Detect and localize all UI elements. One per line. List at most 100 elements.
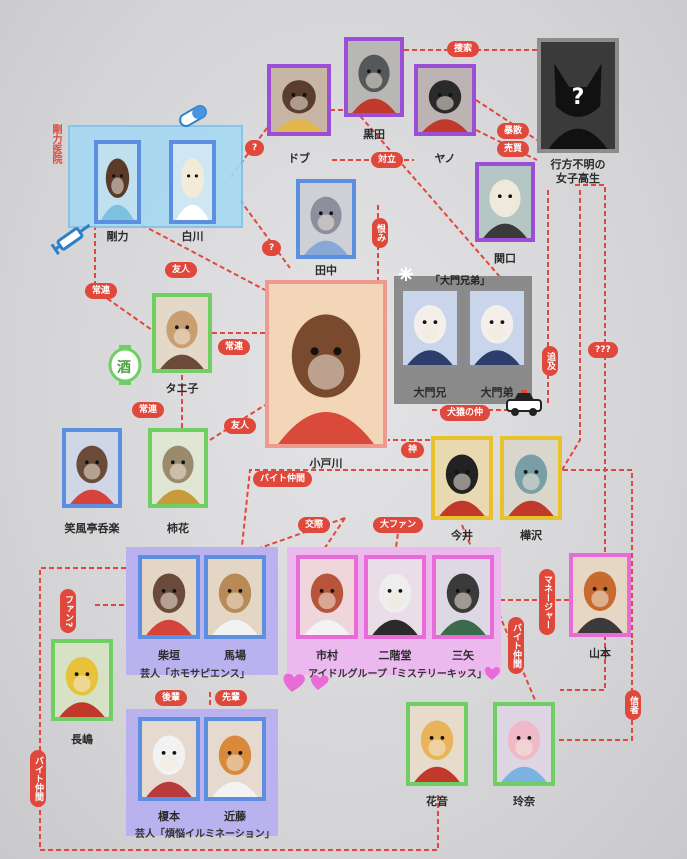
relation-line <box>141 224 266 291</box>
portrait-frame <box>152 293 212 373</box>
character-name: 榎本 <box>158 810 180 823</box>
character-name: 小戸川 <box>309 457 343 470</box>
relation-label-baito2: バイト仲間 <box>508 617 524 674</box>
character-name: 樺沢 <box>520 529 542 542</box>
character-portrait <box>98 144 137 220</box>
character-portrait <box>410 706 464 782</box>
portrait-frame <box>493 702 555 786</box>
portrait-frame <box>62 428 122 508</box>
character-name: 剛力 <box>106 230 129 243</box>
silhouette-portrait: ? <box>541 42 615 149</box>
relation-label-q2: ? <box>262 240 282 256</box>
relation-label-urami: 恨み <box>372 218 388 248</box>
heart-icon <box>484 666 500 680</box>
character-tanaka: 田中 <box>296 179 356 277</box>
portrait-frame <box>267 64 331 136</box>
character-name: 長嶋 <box>71 733 93 746</box>
character-portrait <box>504 440 558 516</box>
character-dobu: ドブ <box>267 64 331 165</box>
relation-label-fan: ファン? <box>60 589 76 634</box>
relation-line <box>239 199 291 269</box>
relation-label-sousaku: 捜索 <box>447 41 480 57</box>
character-goriki: 剛力 <box>94 140 141 243</box>
relation-label-senpai: 先輩 <box>215 690 248 706</box>
portrait-frame <box>169 140 216 224</box>
relation-line <box>394 517 401 556</box>
character-name: 柿花 <box>167 522 189 535</box>
idol-label: アイドルグループ「ミステリーキッス」 <box>308 669 487 680</box>
pill-icon <box>179 105 207 127</box>
portrait-frame <box>296 179 356 259</box>
lantern-icon <box>108 345 142 385</box>
portrait-frame <box>94 140 141 224</box>
clinic-label: 剛力医院 <box>50 124 61 164</box>
character-portrait <box>435 440 489 516</box>
portrait-frame: ? <box>537 38 619 153</box>
character-name: 白川 <box>181 230 204 243</box>
character-kanon: 花音 <box>406 702 468 808</box>
relation-line <box>556 640 633 741</box>
portrait-frame <box>138 717 200 801</box>
relation-label-daifan: 大ファン <box>373 517 424 533</box>
relation-label-baibai: 売買 <box>497 141 530 157</box>
character-name: 玲奈 <box>513 795 535 808</box>
character-kuroda: 黒田 <box>344 37 404 141</box>
character-portrait <box>573 557 627 633</box>
homo-label: 芸人「ホモサピエンス」 <box>140 669 250 680</box>
relation-label-kenen: 犬猿の仲 <box>440 405 491 421</box>
portrait-frame <box>475 162 535 242</box>
character-baba: 馬場 <box>204 555 266 662</box>
relation-line <box>560 184 606 691</box>
relation-line <box>555 469 633 640</box>
character-name: 近藤 <box>224 810 246 823</box>
relation-label-bouhaku: 暴散 <box>497 123 530 139</box>
relation-label-yujin2: 友人 <box>224 418 257 434</box>
character-portrait <box>208 559 262 635</box>
character-shofutei: 笑風亭呑楽 <box>62 428 122 535</box>
character-name: 大門弟 <box>480 386 514 399</box>
character-unknown: ?行方不明の 女子高生 <box>537 38 619 185</box>
relation-label-kohai: 後輩 <box>155 690 188 706</box>
relation-label-yujin1: 友人 <box>165 262 198 278</box>
character-portrait <box>269 284 383 444</box>
character-portrait <box>173 144 212 220</box>
character-yano: ヤノ <box>414 64 476 165</box>
portrait-frame <box>500 436 562 520</box>
character-portrait <box>142 559 196 635</box>
character-name: タエ子 <box>165 382 199 395</box>
relation-label-kousai: 交際 <box>298 517 331 533</box>
portrait-frame <box>432 555 494 639</box>
portrait-frame <box>569 553 631 637</box>
character-name: ドブ <box>288 152 310 165</box>
character-portrait <box>208 721 262 797</box>
character-shibagaki: 柴垣 <box>138 555 200 662</box>
portrait-frame <box>265 280 387 448</box>
character-kashiwazawa: 樺沢 <box>500 436 562 542</box>
relation-label-baito1: バイト仲間 <box>253 471 313 487</box>
portrait-frame <box>364 555 426 639</box>
character-name: 山本 <box>589 647 611 660</box>
character-mitsuya: 三矢 <box>432 555 494 662</box>
character-portrait <box>403 291 457 365</box>
character-shirakawa: 白川 <box>169 140 216 243</box>
character-name: 柴垣 <box>158 649 180 662</box>
character-nikaido: 二階堂 <box>364 555 426 662</box>
character-portrait <box>418 68 472 132</box>
relation-label-q3: ??? <box>588 342 618 358</box>
character-portrait <box>348 41 400 113</box>
character-sekiguchi: 関口 <box>475 162 535 265</box>
character-name: 黒田 <box>363 128 385 141</box>
portrait-frame <box>466 287 528 369</box>
relation-label-baito3: バイト仲間 <box>30 750 46 807</box>
character-portrait <box>66 432 118 504</box>
relation-label-q1: ? <box>245 140 265 156</box>
relation-label-ou: 追及 <box>542 346 558 376</box>
character-kakihana: 柿花 <box>148 428 208 535</box>
character-name: 馬場 <box>224 649 246 662</box>
character-portrait <box>142 721 196 797</box>
character-portrait <box>470 291 524 365</box>
relation-label-kami: 神 <box>401 442 425 458</box>
character-portrait <box>497 706 551 782</box>
character-name: 田中 <box>315 264 337 277</box>
